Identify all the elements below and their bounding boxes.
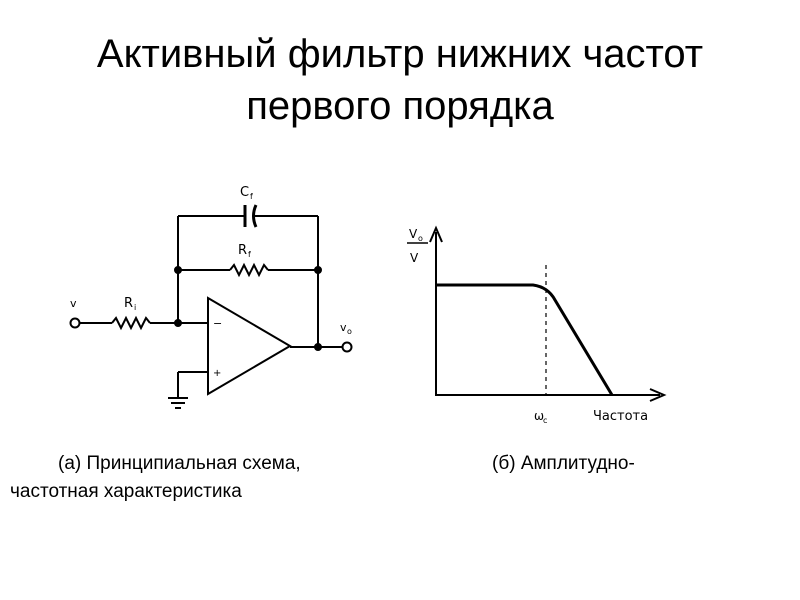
cutoff-frequency-label: ω [534, 409, 544, 423]
junction-output [314, 343, 322, 351]
y-label-numerator: V [409, 227, 418, 241]
y-label-denominator: V [410, 251, 419, 265]
ri-subscript: i [134, 303, 136, 312]
caption-a: (а) Принципиальная схема, [58, 453, 301, 474]
resistor-rf [229, 262, 269, 278]
frequency-response-graph [407, 225, 667, 402]
output-voltage-subscript: o [347, 327, 352, 336]
rf-label: R [238, 243, 247, 258]
y-axis-arrow [429, 225, 443, 243]
ri-label: R [124, 296, 133, 311]
resistor-ri [111, 315, 151, 331]
y-label-numerator-subscript: o [418, 234, 423, 243]
cap-subscript: f [250, 192, 253, 201]
x-axis-label: Частота [593, 409, 648, 424]
output-terminal [341, 341, 353, 353]
op-amp [207, 296, 292, 396]
slide-title-line2: первого порядка [246, 84, 554, 128]
capacitor-plate-right [252, 204, 258, 228]
junction-rf-right [314, 266, 322, 274]
cutoff-frequency-subscript: c [543, 416, 547, 425]
slide-title-line1: Активный фильтр нижних частот [96, 32, 704, 76]
circuit-diagram [69, 204, 353, 409]
caption-b: (б) Амплитудно- [492, 453, 635, 474]
output-voltage-label: v [340, 321, 347, 334]
rf-subscript: f [248, 250, 251, 259]
junction-rf-left [174, 266, 182, 274]
input-voltage-label: v [70, 297, 77, 310]
x-axis-arrow [649, 388, 667, 402]
response-curve [436, 283, 614, 396]
op-amp-minus-sign: − [213, 317, 222, 330]
cap-label: C [240, 185, 249, 200]
op-amp-plus-sign: + [213, 368, 221, 379]
input-terminal [69, 317, 81, 329]
caption-c: частотная характеристика [10, 481, 242, 502]
